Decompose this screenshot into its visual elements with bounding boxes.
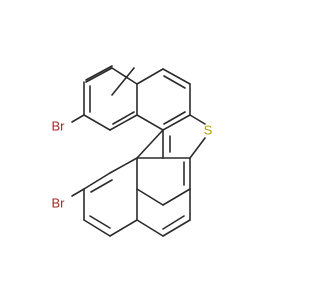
bond — [162, 68, 191, 85]
bond — [136, 129, 164, 159]
bond — [162, 114, 191, 131]
bond — [136, 68, 164, 85]
bond — [111, 67, 135, 96]
bond — [111, 67, 138, 85]
bond — [189, 114, 206, 125]
bond — [83, 114, 111, 131]
bond — [109, 114, 138, 131]
bond — [136, 219, 164, 237]
bond — [163, 111, 186, 125]
bond — [162, 219, 191, 237]
bond — [71, 188, 85, 197]
bond — [109, 157, 138, 174]
bond — [189, 137, 206, 159]
atom-label-br-top: Br — [52, 118, 66, 133]
bond — [83, 172, 111, 190]
bond — [112, 111, 135, 125]
bond — [136, 114, 164, 131]
bond — [109, 219, 138, 237]
bond — [90, 179, 113, 193]
atom-label-br-bottom: Br — [52, 195, 66, 210]
bond — [71, 114, 85, 123]
bond — [85, 65, 113, 81]
structure-canvas: Br Br S — [52, 65, 213, 237]
bond — [162, 188, 191, 206]
bond — [83, 219, 111, 237]
bond — [136, 188, 164, 206]
bond — [162, 215, 185, 230]
bond — [89, 215, 111, 229]
bond — [85, 67, 113, 83]
bond — [163, 75, 186, 89]
molecule-diagram: Br Br S — [52, 65, 213, 237]
atom-label-sulfur: S — [204, 122, 213, 137]
